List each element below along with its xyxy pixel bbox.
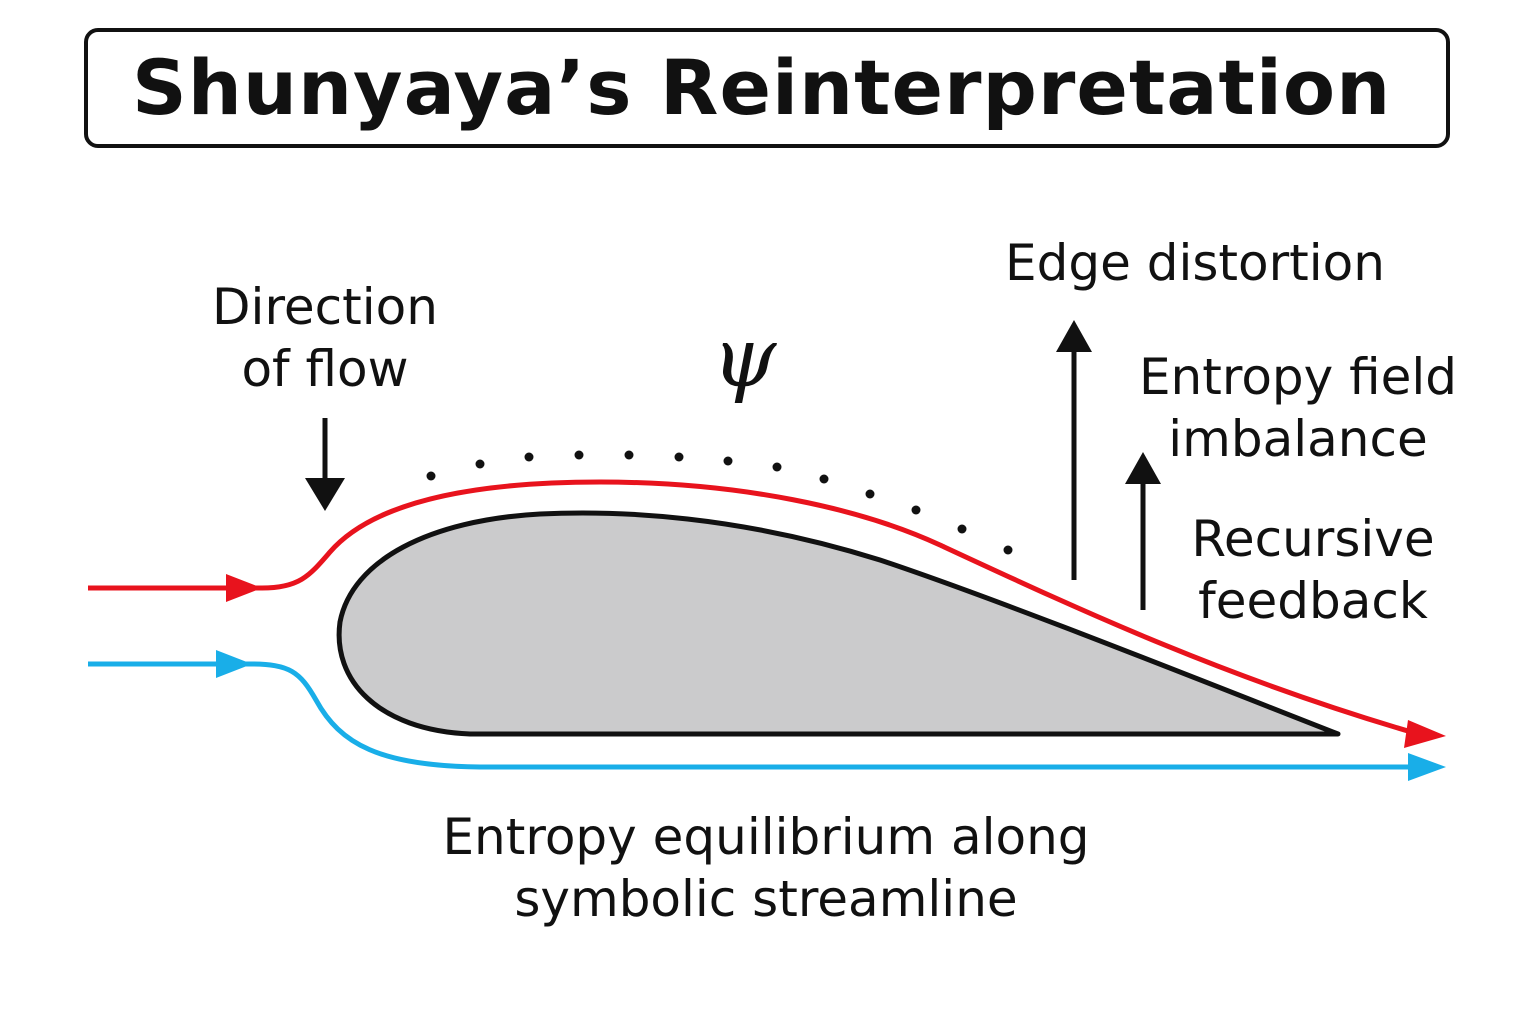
entropy-equilibrium-label: Entropy equilibrium along symbolic strea… — [420, 806, 1112, 930]
title-box: Shunyaya’s Reinterpretation — [84, 28, 1450, 148]
direction-arrowhead — [305, 478, 345, 511]
lower-outflow-arrowhead — [1408, 753, 1446, 781]
entropy-field-imbalance-label: Entropy field imbalance — [1130, 346, 1466, 470]
upper-outflow-arrowhead — [1404, 720, 1446, 748]
direction-of-flow-label: Direction of flow — [200, 276, 450, 400]
airfoil-body — [336, 510, 1341, 737]
bottom-line-2: symbolic streamline — [514, 870, 1018, 928]
direction-line-2: of flow — [241, 340, 409, 398]
entropy-field-line-1: Entropy field — [1138, 348, 1458, 406]
page-title: Shunyaya’s Reinterpretation — [132, 43, 1392, 132]
direction-line-1: Direction — [212, 278, 438, 336]
recursive-line-1: Recursive — [1191, 510, 1435, 568]
entropy-field-arrowhead — [1125, 452, 1161, 484]
edge-distortion-label: Edge distortion — [1005, 234, 1385, 292]
lower-inflow-arrowhead — [216, 650, 252, 678]
edge-distortion-arrowhead — [1056, 320, 1092, 352]
entropy-field-line-2: imbalance — [1168, 410, 1428, 468]
recursive-feedback-label: Recursive feedback — [1180, 508, 1446, 632]
recursive-line-2: feedback — [1198, 572, 1428, 630]
psi-symbol: ψ — [712, 311, 777, 406]
upper-inflow-arrowhead — [226, 574, 262, 602]
lower-streamline — [88, 661, 1425, 770]
upper-streamline — [88, 479, 1426, 739]
psi-dotted-trail — [426, 450, 1013, 555]
bottom-line-1: Entropy equilibrium along — [442, 808, 1090, 866]
